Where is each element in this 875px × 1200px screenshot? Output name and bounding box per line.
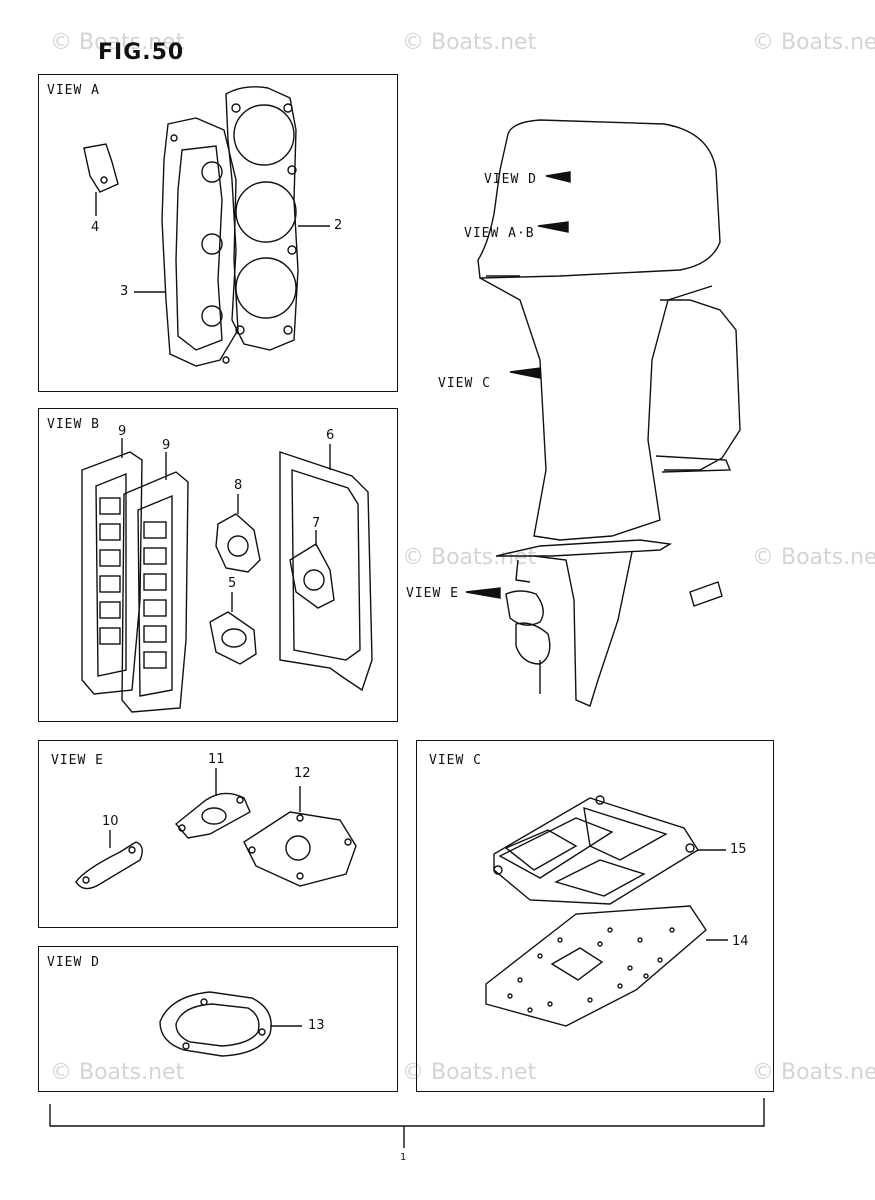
gasket-part-14 <box>485 905 728 1027</box>
panel-view-e: VIEW E <box>38 740 398 928</box>
callout-part-11: 11 <box>208 752 225 767</box>
head-gasket-part-2 <box>225 86 330 351</box>
footer-bracket <box>49 1098 765 1148</box>
gasket-part-6 <box>279 444 373 692</box>
watermark: © Boats.net <box>50 30 185 55</box>
panel-label: VIEW B <box>47 417 100 432</box>
panel-label: VIEW D <box>47 955 100 970</box>
callout-part-5: 5 <box>228 576 237 591</box>
callout-part-14: 14 <box>732 934 749 949</box>
gasket-part-15 <box>493 795 726 905</box>
callout-part-3: 3 <box>120 284 129 299</box>
callout-part-9: 9 <box>162 438 171 453</box>
callout-part-2: 2 <box>334 218 343 233</box>
watermark: © Boats.net <box>50 1060 185 1085</box>
gasket-part-10 <box>75 830 143 890</box>
watermark: © Boats.net <box>752 1060 875 1085</box>
gasket-part-9-right <box>121 452 189 713</box>
panel-view-c: VIEW C <box>416 740 774 1092</box>
gasket-part-5 <box>209 592 257 665</box>
view-ab-reference: VIEW A·B <box>464 226 535 241</box>
panel-label: VIEW A <box>47 83 100 98</box>
callout-part-15: 15 <box>730 842 747 857</box>
panel-label: VIEW C <box>429 753 482 768</box>
outboard-motor-illustration <box>465 119 741 707</box>
watermark: © Boats.net <box>402 545 537 570</box>
panel-view-a: VIEW A <box>38 74 398 392</box>
callout-part-4: 4 <box>91 220 100 235</box>
gasket-part-8 <box>215 494 261 573</box>
figure-title: FIG.50 <box>98 40 185 65</box>
panel-view-d: VIEW D <box>38 946 398 1092</box>
gasket-part-3 <box>134 117 239 367</box>
watermark: © Boats.net <box>402 1060 537 1085</box>
callout-part-10: 10 <box>102 814 119 829</box>
watermark: © Boats.net <box>752 30 875 55</box>
watermark: © Boats.net <box>402 30 537 55</box>
view-c-reference: VIEW C <box>438 376 491 391</box>
gasket-part-4 <box>83 143 119 193</box>
gasket-part-11 <box>174 768 251 839</box>
callout-part-6: 6 <box>326 428 335 443</box>
callout-part-13: 13 <box>308 1018 325 1033</box>
footer-number: 1 <box>400 1152 407 1163</box>
panel-view-b: VIEW B <box>38 408 398 722</box>
panel-label: VIEW E <box>51 753 104 768</box>
watermark: © Boats.net <box>752 545 875 570</box>
gasket-part-9-left <box>81 438 143 695</box>
callout-part-8: 8 <box>234 478 243 493</box>
gasket-part-13 <box>159 991 302 1057</box>
gasket-part-12 <box>243 786 357 887</box>
view-e-reference: VIEW E <box>406 586 459 601</box>
callout-part-9: 9 <box>118 424 127 439</box>
gasket-part-7 <box>289 530 335 609</box>
callout-part-7: 7 <box>312 516 321 531</box>
view-d-reference: VIEW D <box>484 172 537 187</box>
callout-part-12: 12 <box>294 766 311 781</box>
